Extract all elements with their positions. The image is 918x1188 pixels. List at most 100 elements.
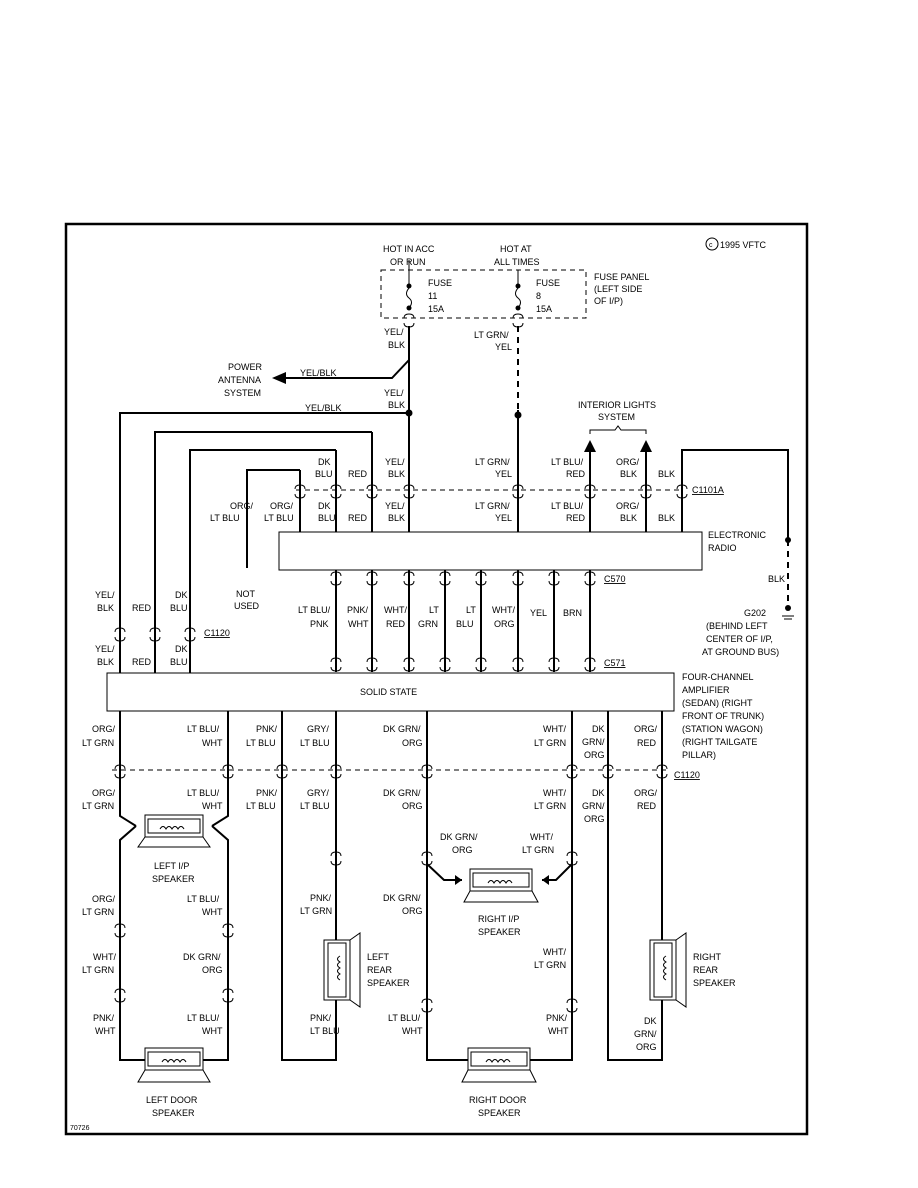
svg-text:BLK: BLK [388, 469, 405, 479]
svg-text:LEFT DOOR: LEFT DOOR [146, 1095, 198, 1105]
svg-text:ORG/: ORG/ [634, 724, 658, 734]
svg-text:LT BLU: LT BLU [300, 738, 330, 748]
svg-text:PNK/: PNK/ [93, 1013, 115, 1023]
svg-text:ORG/: ORG/ [616, 501, 640, 511]
fuse-panel-box [380, 269, 587, 319]
svg-text:WHT: WHT [95, 1026, 116, 1036]
svg-text:YEL/: YEL/ [95, 644, 115, 654]
svg-text:ORG/: ORG/ [634, 788, 658, 798]
svg-text:RED: RED [348, 469, 368, 479]
svg-text:LT GRN: LT GRN [522, 845, 554, 855]
svg-text:RADIO: RADIO [708, 543, 737, 553]
svg-text:SPEAKER: SPEAKER [478, 927, 521, 937]
right-door-speaker [461, 1047, 537, 1083]
svg-text:LT: LT [429, 605, 439, 615]
svg-text:SPEAKER: SPEAKER [693, 978, 736, 988]
svg-text:8: 8 [536, 291, 541, 301]
svg-text:AT GROUND BUS): AT GROUND BUS) [702, 647, 779, 657]
svg-text:YEL/BLK: YEL/BLK [300, 368, 337, 378]
svg-text:SPEAKER: SPEAKER [478, 1108, 521, 1118]
connector-c571: C571 [604, 658, 626, 668]
svg-text:YEL: YEL [495, 342, 512, 352]
svg-text:(BEHIND LEFT: (BEHIND LEFT [706, 621, 768, 631]
left-door-speaker [137, 1047, 211, 1083]
svg-text:LT BLU/: LT BLU/ [187, 1013, 220, 1023]
svg-text:WHT: WHT [348, 619, 369, 629]
svg-text:LT BLU: LT BLU [210, 513, 240, 523]
svg-text:WHT: WHT [202, 907, 223, 917]
svg-text:RED: RED [566, 469, 586, 479]
svg-text:RED: RED [566, 513, 586, 523]
svg-text:LT GRN: LT GRN [534, 801, 566, 811]
svg-text:DK GRN/: DK GRN/ [383, 788, 421, 798]
svg-text:LT GRN: LT GRN [82, 907, 114, 917]
svg-text:YEL/: YEL/ [384, 388, 404, 398]
svg-text:LT BLU/: LT BLU/ [388, 1013, 421, 1023]
svg-text:WHT: WHT [202, 738, 223, 748]
svg-text:LT GRN: LT GRN [82, 965, 114, 975]
hot-acc-line2: OR RUN [390, 257, 426, 267]
svg-text:GRY/: GRY/ [307, 788, 329, 798]
svg-text:LT BLU: LT BLU [310, 1026, 340, 1036]
svg-text:LT BLU/: LT BLU/ [298, 605, 331, 615]
svg-text:BLU: BLU [170, 603, 188, 613]
svg-text:GRN/: GRN/ [582, 737, 605, 747]
svg-text:WHT/: WHT/ [543, 947, 566, 957]
svg-text:LT GRN: LT GRN [534, 738, 566, 748]
svg-text:DK: DK [175, 590, 188, 600]
svg-text:FRONT OF TRUNK): FRONT OF TRUNK) [682, 711, 764, 721]
svg-text:DK: DK [644, 1016, 657, 1026]
svg-text:15A: 15A [428, 304, 444, 314]
svg-text:GRY/: GRY/ [307, 724, 329, 734]
svg-text:YEL/: YEL/ [385, 457, 405, 467]
svg-text:ORG/: ORG/ [230, 501, 254, 511]
svg-text:LT BLU: LT BLU [264, 513, 294, 523]
svg-text:PNK/: PNK/ [310, 1013, 332, 1023]
copyright-text: 1995 VFTC [720, 240, 767, 250]
svg-text:WHT/: WHT/ [492, 605, 515, 615]
connector-c570: C570 [604, 574, 626, 584]
connector-c1120-upper: C1120 [204, 628, 230, 638]
svg-text:FUSE: FUSE [536, 278, 560, 288]
svg-text:SYSTEM: SYSTEM [224, 388, 261, 398]
svg-text:YEL/: YEL/ [385, 501, 405, 511]
hot-all-line2: ALL TIMES [494, 257, 540, 267]
svg-text:ORG: ORG [202, 965, 223, 975]
svg-text:REAR: REAR [367, 965, 393, 975]
svg-text:BLK: BLK [388, 400, 405, 410]
svg-text:YEL: YEL [495, 469, 512, 479]
svg-text:15A: 15A [536, 304, 552, 314]
figure-id: 70726 [70, 1125, 90, 1132]
svg-text:ORG: ORG [494, 619, 515, 629]
svg-text:RED: RED [637, 738, 657, 748]
svg-text:LT BLU/: LT BLU/ [187, 724, 220, 734]
svg-text:WHT/: WHT/ [543, 788, 566, 798]
svg-text:(STATION WAGON): (STATION WAGON) [682, 724, 763, 734]
svg-text:BLU: BLU [456, 619, 474, 629]
svg-text:POWER: POWER [228, 362, 263, 372]
svg-text:SYSTEM: SYSTEM [598, 412, 635, 422]
svg-text:ORG: ORG [636, 1042, 657, 1052]
svg-text:ANTENNA: ANTENNA [218, 375, 261, 385]
svg-text:INTERIOR LIGHTS: INTERIOR LIGHTS [578, 400, 656, 410]
svg-text:BLK: BLK [768, 574, 785, 584]
svg-text:LEFT I/P: LEFT I/P [154, 861, 189, 871]
svg-text:(RIGHT TAILGATE: (RIGHT TAILGATE [682, 737, 757, 747]
svg-text:ORG/: ORG/ [616, 457, 640, 467]
svg-text:RED: RED [637, 801, 657, 811]
svg-text:PNK/: PNK/ [256, 788, 278, 798]
svg-text:LT GRN/: LT GRN/ [474, 330, 509, 340]
svg-text:SPEAKER: SPEAKER [152, 1108, 195, 1118]
svg-text:BLK: BLK [388, 513, 405, 523]
svg-text:DK GRN/: DK GRN/ [383, 893, 421, 903]
svg-text:GRN/: GRN/ [634, 1029, 657, 1039]
svg-text:DK GRN/: DK GRN/ [183, 952, 221, 962]
svg-text:BLU: BLU [170, 657, 188, 667]
connector-c1101a: C1101A [692, 485, 724, 495]
svg-text:BLK: BLK [658, 469, 675, 479]
svg-text:ORG/: ORG/ [92, 788, 116, 798]
svg-text:FOUR-CHANNEL: FOUR-CHANNEL [682, 672, 754, 682]
svg-text:GRN: GRN [418, 619, 438, 629]
radio-amp-wires [335, 570, 591, 672]
